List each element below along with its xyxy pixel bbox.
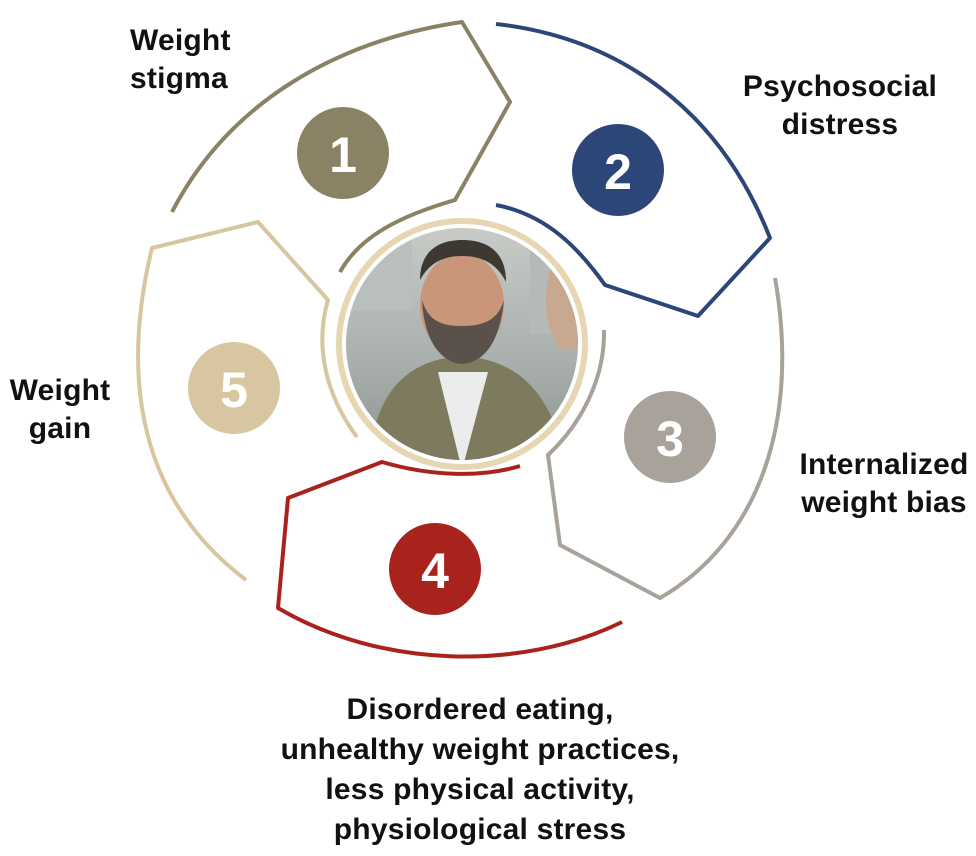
segment-3-outline (546, 277, 785, 600)
step-4-marker: 4 (389, 523, 481, 615)
step-5-marker: 5 (188, 342, 280, 434)
step-1-marker: 1 (297, 107, 389, 199)
segment-1-outline (170, 20, 512, 273)
step-2-marker: 2 (572, 124, 664, 216)
step-3-number: 3 (656, 411, 684, 467)
center-photo (336, 218, 588, 470)
step-2-number: 2 (604, 144, 632, 200)
step-1-label: Weight stigma (130, 24, 231, 95)
step-2-label: Psychosocial distress (742, 70, 938, 141)
step-5-label: Weight gain (9, 374, 111, 445)
segment-4-outline (276, 460, 623, 659)
segment-2-outline (495, 22, 772, 318)
step-3-label: Internalized weight bias (799, 448, 969, 519)
step-3-marker: 3 (624, 391, 716, 483)
segment-5-outline (136, 220, 359, 582)
step-4-label: Disordered eating, unhealthy weight prac… (280, 693, 680, 846)
step-5-number: 5 (220, 362, 248, 418)
step-4-number: 4 (421, 543, 449, 599)
step-1-number: 1 (329, 127, 357, 183)
